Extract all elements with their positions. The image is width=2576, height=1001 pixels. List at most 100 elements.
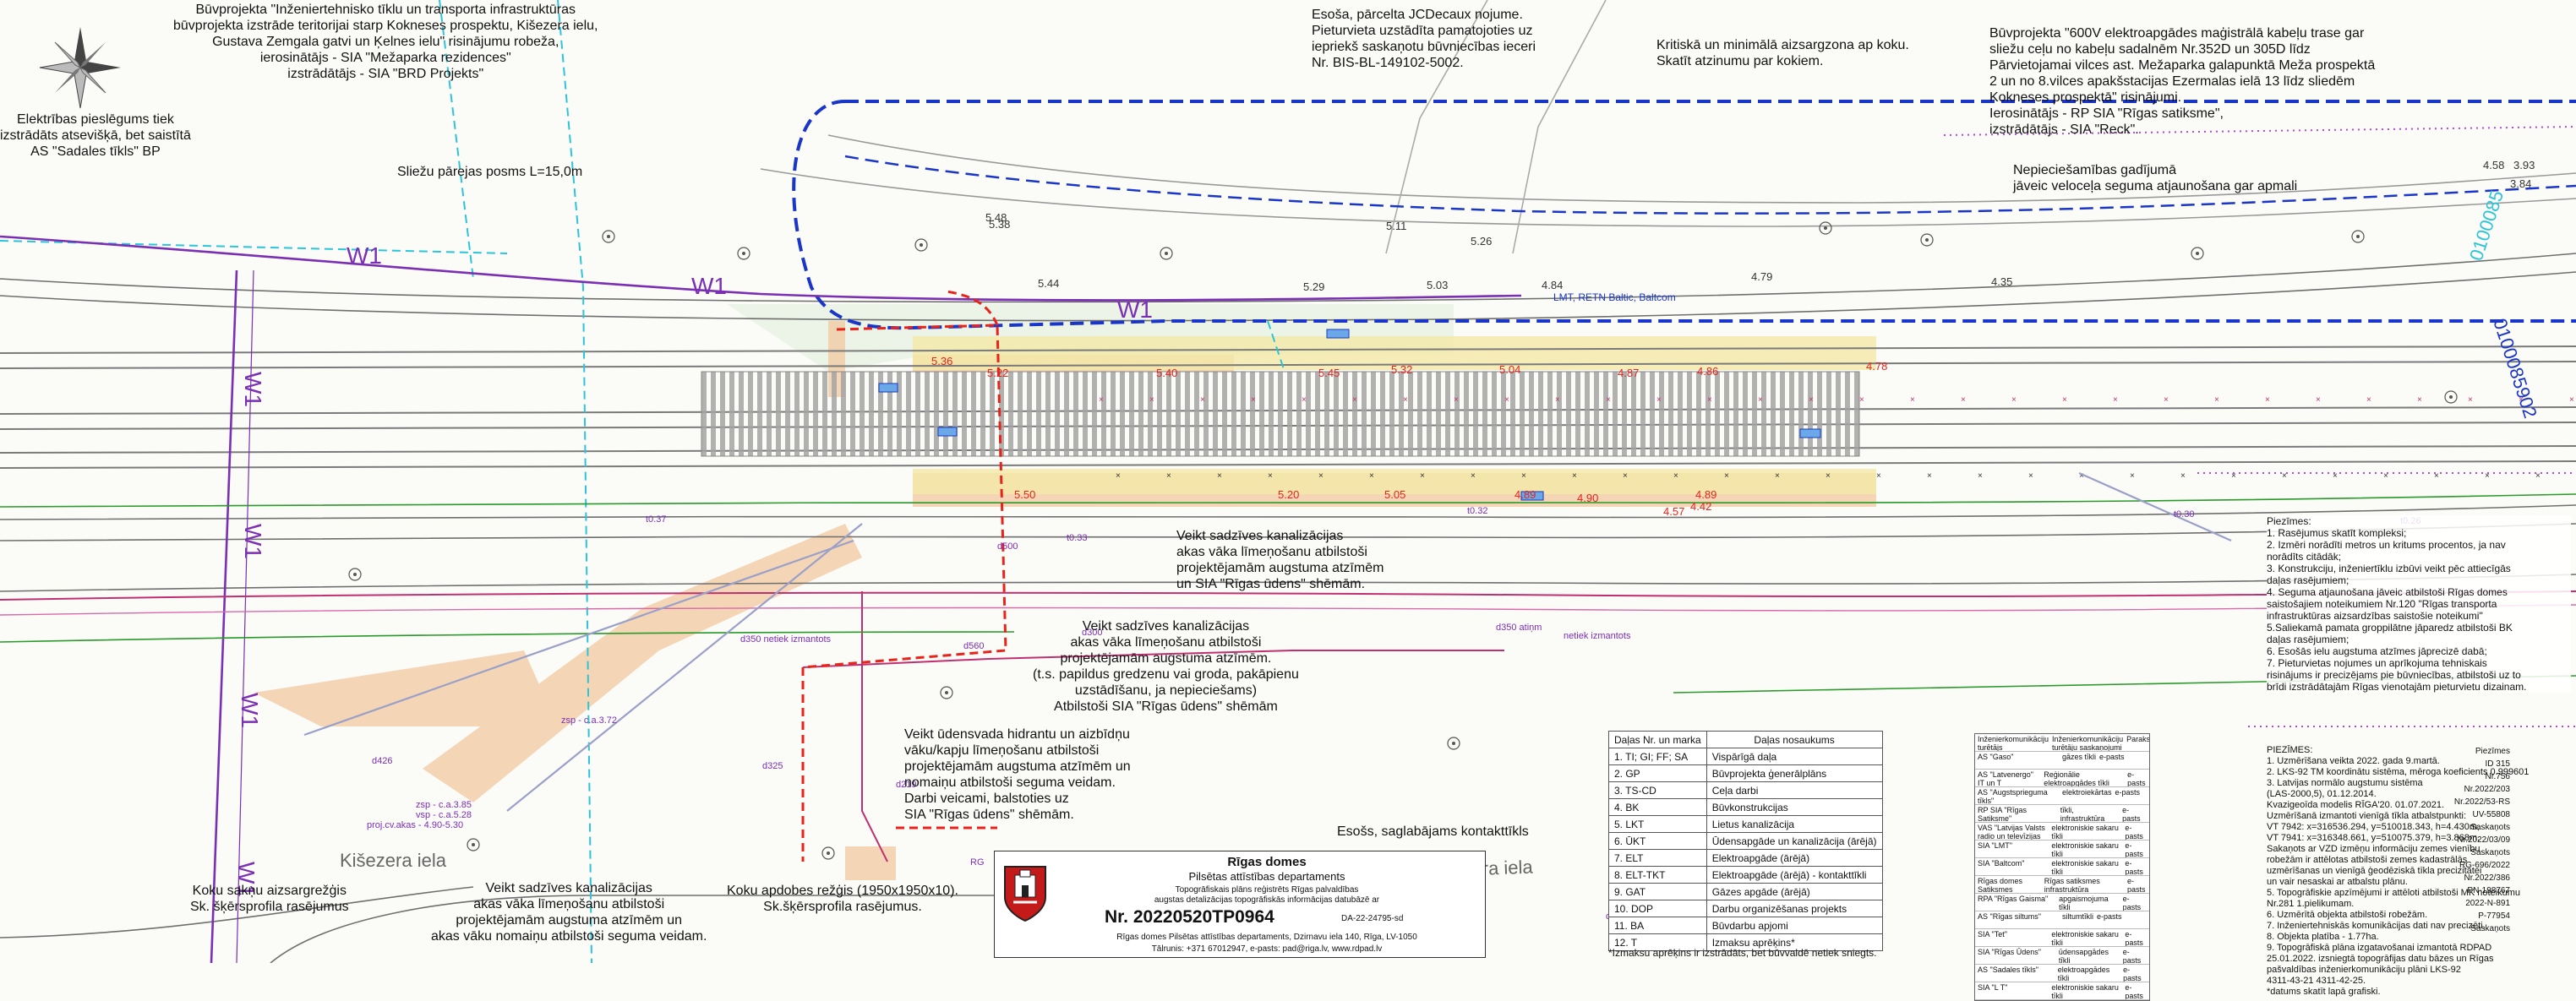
sleeper [1715, 372, 1720, 456]
elevation-label: 5.04 [1499, 363, 1520, 376]
project-boundary-note-line: izstrādātājs - SIA "BRD Projekts" [287, 67, 484, 81]
coordination-cell: elektroniskie sakaru tīkli [2051, 859, 2119, 876]
trees [348, 221, 2458, 860]
sleeper [1231, 372, 1236, 456]
survey-note-item: VT 7942: x=316536.294, y=510018.343, h=4… [2267, 822, 2480, 832]
sleeper [1817, 372, 1822, 456]
coordination-cell: AS "Rīgas siltums" [1978, 912, 2041, 921]
bus-stop-note: Esoša, pārcelta JCDecaux nojume.Pieturvi… [1312, 7, 1536, 71]
elevation-label: 5.48 [985, 211, 1007, 224]
track-marker: × [2333, 471, 2338, 481]
survey-note-item: PIEZĪMES: [2267, 745, 2313, 755]
root-barrier-note-line: Sk. šķērsprofila rasējumus [190, 900, 349, 914]
legend-cell: 4. BK [1608, 798, 1707, 816]
sleeper [1185, 372, 1190, 456]
coordination-stamp: e-pasts [2115, 788, 2141, 797]
sewer-note-1-line: Veikt sadzīves kanalizācijas [1176, 529, 1344, 543]
sleeper [1194, 372, 1199, 456]
sleeper [701, 372, 707, 456]
coordination-header-cell: Paraksts [2126, 735, 2149, 743]
tree-icon [1447, 737, 1460, 750]
coordination-cell: elektroniskie sakaru tīkli [2051, 930, 2119, 947]
sleeper [1389, 372, 1394, 456]
legend-cell: Lietus kanalizācija [1706, 815, 1883, 833]
tree-protection-note-line: Skatīt atzinumu par kokiem. [1656, 54, 1824, 68]
sleeper [906, 372, 911, 456]
tree-icon [821, 846, 835, 860]
project-boundary-note-line: Gustava Zemgala gatvi un Ķelnes ielu" ri… [212, 35, 559, 49]
map-annotation: d500 [997, 541, 1018, 552]
legend-footnote: *Izmaksu aprēķins ir izstrādāts, bet būv… [1608, 947, 1877, 959]
sleeper [748, 372, 753, 456]
legend-cell: Ceļa darbi [1706, 781, 1883, 799]
sleeper [757, 372, 762, 456]
sleeper [1073, 372, 1078, 456]
sleeper [1780, 372, 1785, 456]
bike-path-note-line: Nepieciešamības gadījumā [2013, 163, 2176, 177]
sleeper [841, 372, 846, 456]
legend-cell: Vispārīgā daļa [1706, 748, 1883, 765]
w1-label: W1 [347, 242, 382, 269]
sleeper [1352, 372, 1357, 456]
coordination-stamp: e-pasts [2122, 806, 2141, 823]
track-marker: × [1166, 471, 1171, 481]
note-item: brīdi izstrādātajām Rīgas vienotajām pie… [2267, 681, 2527, 693]
survey-note-item: 5. Topogrāfiskie apzīmējumi ir attēloti … [2267, 888, 2520, 898]
survey-note-item: VT 7941: x=316348.661, y=510075.379, h=3… [2267, 833, 2480, 843]
registration-text: augstas detalizācijas topogrāfiskās info… [1154, 895, 1380, 905]
approval-code: UV-55808 [2472, 810, 2510, 819]
sleeper [1585, 372, 1590, 456]
sleeper [1008, 372, 1013, 456]
track-marker: × [2569, 395, 2574, 405]
sewer-note-1-line: akas vāka līmeņošanu atbilstoši [1176, 545, 1367, 559]
sleeper [1445, 372, 1450, 456]
note-item: daļas rasējumiem; [2267, 634, 2350, 645]
survey-note-item: 7. Inženiertehniskās komunikācijas dati … [2267, 921, 2486, 931]
sleeper [1343, 372, 1348, 456]
elevation-label: 5.29 [1303, 280, 1324, 293]
sleeper [1538, 372, 1543, 456]
elevation-label: 5.40 [1156, 367, 1177, 379]
sleeper [1743, 372, 1748, 456]
sleeper [1761, 372, 1766, 456]
legend-cell: Gāzes apgāde (ārējā) [1706, 883, 1883, 900]
track-marker: × [2011, 395, 2017, 405]
sleeper [1083, 372, 1088, 456]
legend-cell: 5. LKT [1608, 815, 1707, 833]
elevation-label: 5.05 [1384, 488, 1405, 501]
track-marker: × [2535, 471, 2541, 481]
track-marker: × [1859, 395, 1864, 405]
map-annotation: d325 [762, 761, 783, 771]
sleeper [1176, 372, 1181, 456]
sleeper [785, 372, 790, 456]
coordination-stamp: e-pasts [2127, 877, 2146, 894]
cable-id-label: 0100085902 [2489, 316, 2541, 421]
sleeper [739, 372, 744, 456]
sewer-note-2-line: akas vāka līmeņošanu atbilstoši [1070, 635, 1262, 650]
sleeper [1622, 372, 1627, 456]
track-marker: × [1606, 395, 1611, 405]
hydrant-note-line: SIA "Rīgas ūdens" shēmām. [904, 808, 1074, 822]
sleeper [1138, 372, 1143, 456]
coordination-cell: tīkli, infrastruktūra [2060, 806, 2105, 823]
coordination-cell: SIA "LMT" [1978, 841, 2012, 850]
sleeper [1547, 372, 1553, 456]
dept-name: Pilsētas attīstības departaments [1188, 870, 1345, 883]
cable-trace-note-line: Būvprojekta "600V elektroapgādes maģistr… [1989, 26, 2365, 41]
tree-grate-note-line: Sk.šķērsprofila rasējumus. [763, 900, 922, 914]
track-marker: × [1961, 395, 1966, 405]
riga-crest-icon [1004, 866, 1046, 922]
survey-note-item: Sakaņots ar VZD izmēņu informāciju zemes… [2267, 844, 2480, 854]
sleeper [1473, 372, 1478, 456]
sleeper [720, 372, 725, 456]
sleeper [1166, 372, 1171, 456]
